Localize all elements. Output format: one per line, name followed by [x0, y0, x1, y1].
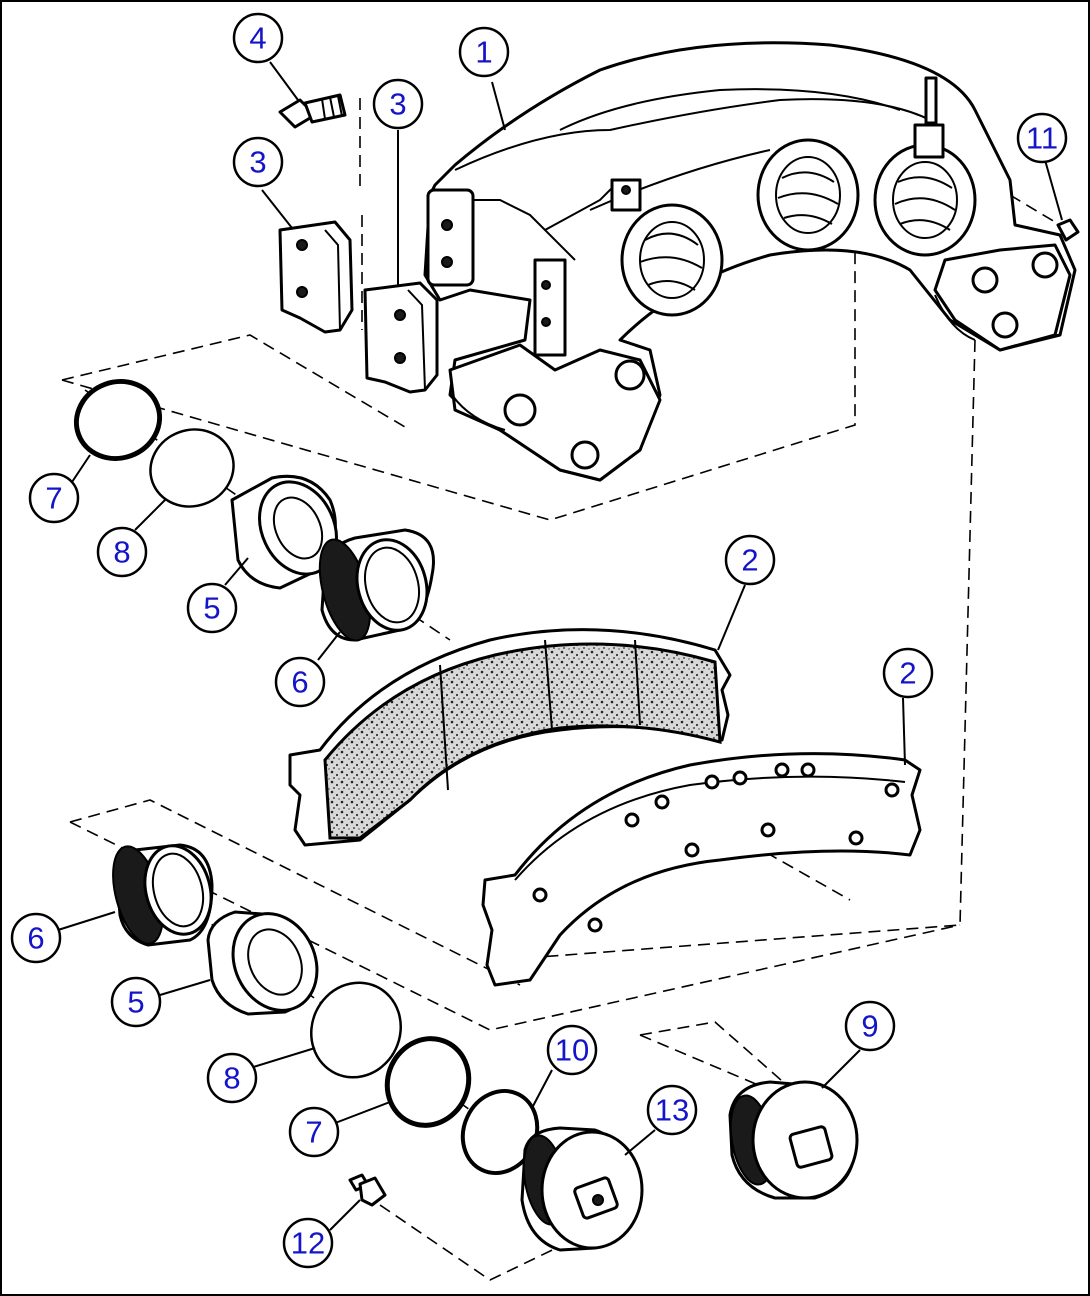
callout-number: 8 [113, 535, 130, 570]
callout-bubble [646, 1084, 698, 1136]
callout-number: 7 [305, 1115, 322, 1150]
callout-number: 2 [899, 656, 916, 691]
callout-bubble [724, 534, 776, 586]
callout-bubble [274, 656, 326, 708]
callout-c7b: 7 [288, 1106, 340, 1158]
callout-number: 11 [1026, 121, 1058, 156]
callout-bubble [110, 976, 162, 1028]
callout-number: 4 [249, 21, 266, 56]
callout-number: 8 [223, 1061, 240, 1096]
callout-number: 7 [45, 481, 62, 516]
callout-bubble [10, 912, 62, 964]
piston-upper [230, 474, 338, 590]
callout-c6a: 6 [274, 656, 326, 708]
callout-c7a: 7 [28, 472, 80, 524]
cap-screw [278, 93, 347, 129]
caliper-housing [423, 41, 1077, 482]
callout-c8a: 8 [96, 526, 148, 578]
callout-c13: 13 [646, 1084, 698, 1136]
insulator-left [278, 220, 354, 334]
bleeder-plug [520, 1126, 644, 1252]
callout-number: 2 [741, 543, 758, 578]
dust-boot-upper [318, 528, 435, 642]
callout-bubble [282, 1217, 334, 1269]
cover-plug [728, 1080, 859, 1200]
callout-number: 1 [475, 35, 492, 70]
callout-bubble [288, 1106, 340, 1158]
piston-lower [206, 910, 319, 1016]
callout-c10: 10 [546, 1024, 598, 1076]
callout-number: 12 [291, 1226, 325, 1261]
callout-bubble [206, 1052, 258, 1104]
callout-c2a: 2 [724, 534, 776, 586]
insulator-right [363, 281, 439, 394]
callout-c5b: 5 [110, 976, 162, 1028]
callout-c2b: 2 [882, 647, 934, 699]
callout-c4: 4 [232, 12, 284, 64]
callout-number: 3 [249, 145, 266, 180]
dust-boot-lower [112, 843, 214, 947]
callout-c1: 1 [458, 26, 510, 78]
callout-number: 6 [27, 921, 44, 956]
callout-c5a: 5 [186, 582, 238, 634]
callout-number: 3 [389, 87, 406, 122]
callout-c11: 11 [1016, 112, 1068, 164]
callout-bubble [232, 136, 284, 188]
callout-number: 13 [655, 1093, 689, 1128]
callout-bubble [458, 26, 510, 78]
seal-ring-upper [73, 379, 163, 461]
callout-number: 10 [555, 1033, 589, 1068]
callout-bubble [1016, 112, 1068, 164]
callout-bubble [96, 526, 148, 578]
bleeder-screw [348, 1173, 387, 1207]
callout-c12: 12 [282, 1217, 334, 1269]
backup-ring-lower [310, 981, 402, 1079]
callout-number: 6 [291, 665, 308, 700]
callout-bubble [844, 1000, 896, 1052]
fitting-eleven [1056, 218, 1080, 242]
callout-c8b: 8 [206, 1052, 258, 1104]
callout-number: 5 [127, 985, 144, 1020]
seal-ring-lower [384, 1036, 472, 1128]
callout-c3b: 3 [372, 78, 424, 130]
leader-lines [57, 61, 1063, 1231]
callout-c6b: 6 [10, 912, 62, 964]
callout-c3a: 3 [232, 136, 284, 188]
brake-shoe-front [288, 628, 732, 847]
callout-bubble [186, 582, 238, 634]
callout-number: 5 [203, 591, 220, 626]
callout-bubble [232, 12, 284, 64]
callout-bubble [372, 78, 424, 130]
callout-c9: 9 [844, 1000, 896, 1052]
callout-bubble [882, 647, 934, 699]
backup-ring-upper [149, 428, 235, 508]
callout-number: 9 [861, 1009, 878, 1044]
callout-bubble [546, 1024, 598, 1076]
callout-bubble [28, 472, 80, 524]
brake-shoe-rear [481, 752, 922, 987]
